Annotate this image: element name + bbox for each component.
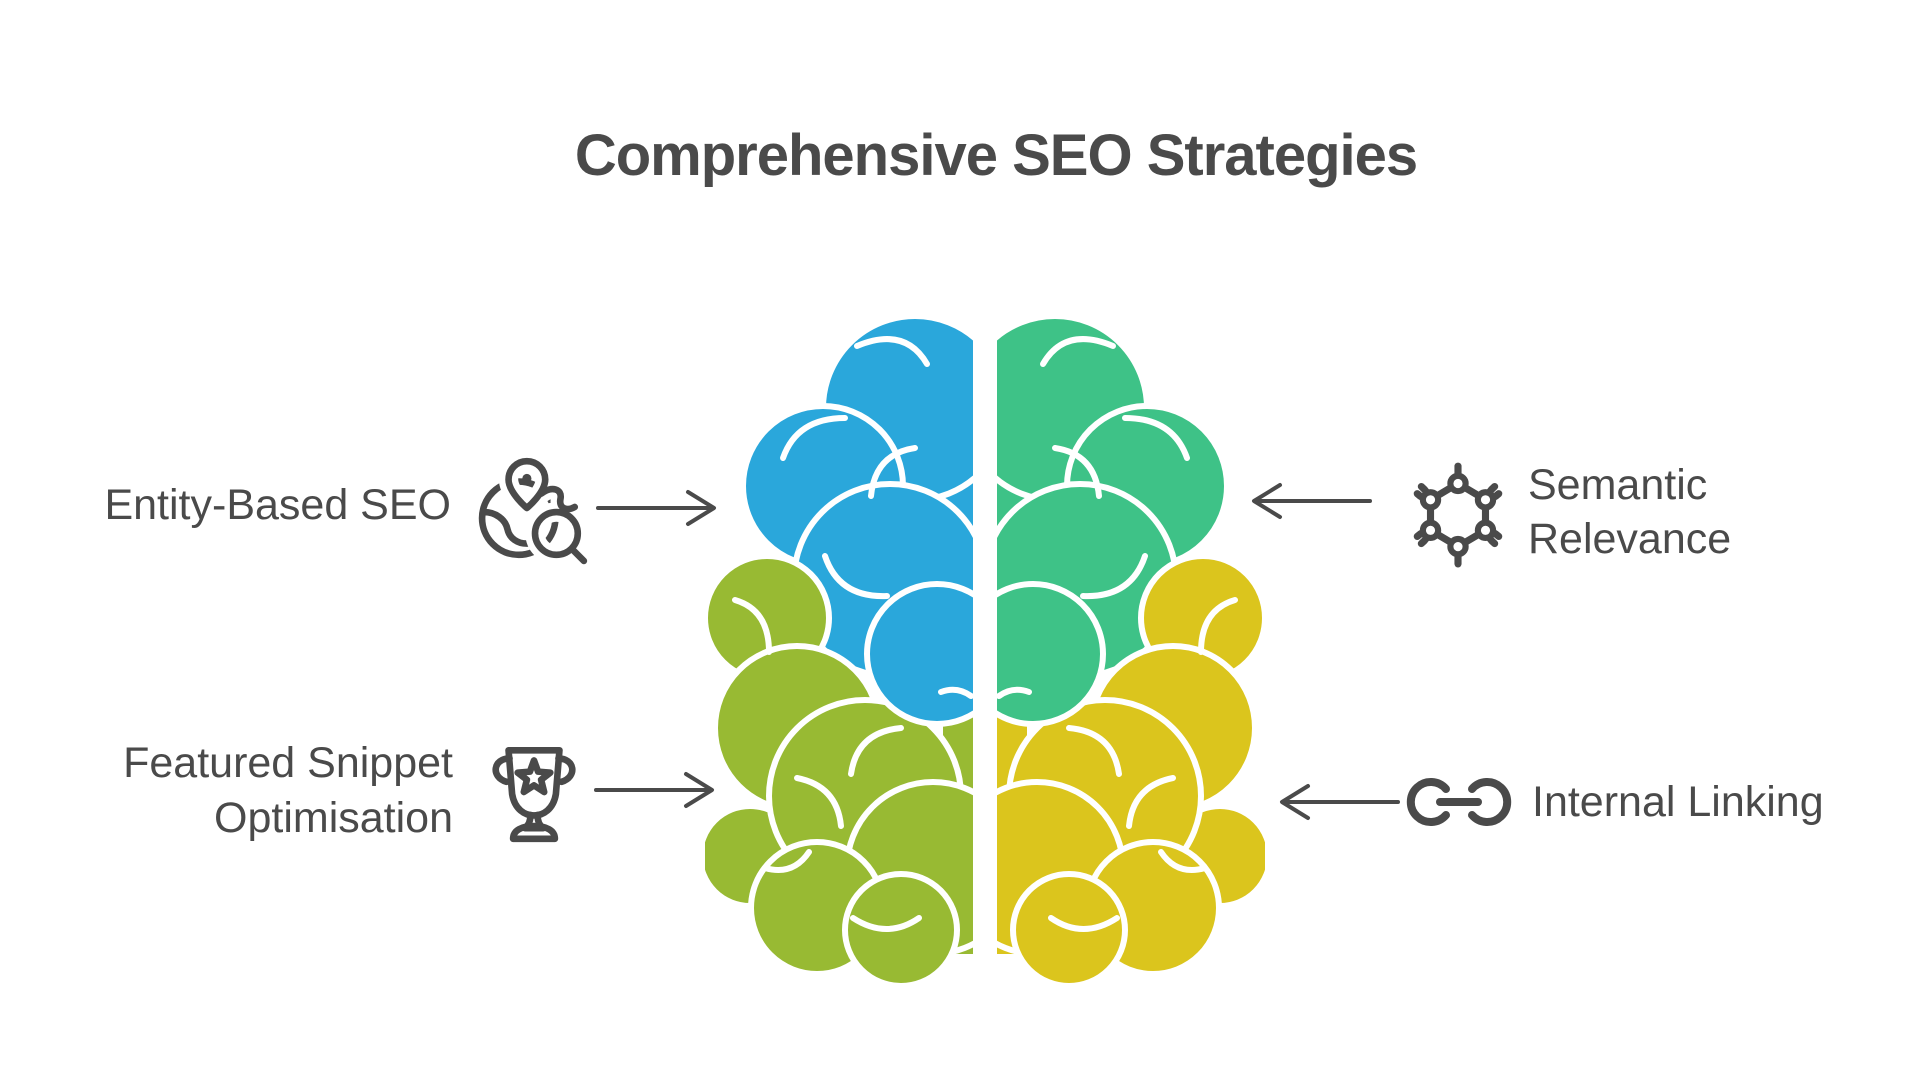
arrow-left-icon [1280,784,1400,820]
molecule-icon [1413,462,1503,568]
brain-illustration [705,313,1265,988]
semantic-relevance-label: Semantic Relevance [1528,461,1732,563]
entity-based-seo-label: Entity-Based SEO [104,481,451,529]
brain-left-hemisphere [705,313,973,988]
page-title: Comprehensive SEO Strategies [574,123,1418,188]
trophy-icon [492,746,576,843]
internal-linking-label: Internal Linking [1532,778,1824,826]
globe-search-icon [478,453,590,565]
featured-snippet-label: Featured Snippet Optimisation [123,739,453,842]
brain-right-hemisphere [997,313,1265,988]
chain-link-icon [1406,778,1512,826]
arrow-right-icon [594,772,714,808]
arrow-left-icon [1252,483,1372,519]
arrow-right-icon [596,490,716,526]
